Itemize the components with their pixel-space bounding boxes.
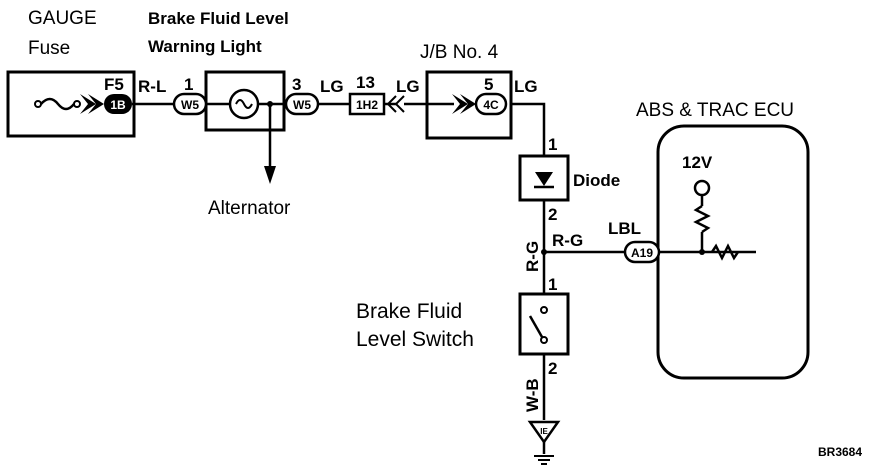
open-chevron-icon	[394, 95, 405, 113]
connector-4c-label: 4C	[483, 98, 499, 112]
pin-1-light: 1	[184, 75, 193, 94]
wire-code-r-g-horizontal: R-G	[552, 231, 583, 250]
wire-code-w-b: W-B	[523, 378, 542, 412]
pin-1-switch: 1	[548, 275, 557, 294]
pin-13: 13	[356, 73, 375, 92]
gauge-label: GAUGE	[28, 8, 97, 29]
ground-ie-label: IE	[540, 427, 548, 436]
jb-label: J/B No. 4	[420, 42, 499, 63]
wire-code-lg-3: LG	[514, 77, 538, 96]
alternator-label: Alternator	[208, 198, 291, 219]
splice-dot	[699, 249, 705, 255]
pin-2-switch: 2	[548, 359, 557, 378]
voltage-label: 12V	[682, 153, 713, 172]
level-switch-icon	[528, 306, 548, 344]
ground-icon	[527, 420, 561, 465]
figure-code: BR3684	[818, 445, 862, 459]
connector-1h2	[348, 92, 386, 116]
connector-w5-left-label: W5	[181, 98, 199, 112]
wire-code-r-g-vertical: R-G	[523, 241, 542, 272]
connector-w5-right-label: W5	[293, 98, 311, 112]
connector-chevron-icon	[452, 94, 468, 114]
wire-code-lg-1: LG	[320, 77, 344, 96]
abs-ecu-label: ABS & TRAC ECU	[636, 100, 794, 121]
connector-chevron-icon	[80, 94, 96, 114]
wire-code-lg-2: LG	[396, 77, 420, 96]
warning-lamp-icon	[228, 88, 260, 120]
connector-w5-left	[172, 92, 208, 116]
connector-chevron-icon	[460, 94, 476, 114]
ecu-12v-source-icon	[693, 179, 711, 252]
warning-light-label-line1: Brake Fluid Level	[148, 9, 289, 28]
wire-lg-3	[511, 102, 546, 156]
connector-4c	[474, 92, 508, 116]
wire-code-r-l: R-L	[138, 77, 166, 96]
connector-a19	[623, 240, 661, 264]
connector-1b-label: 1B	[110, 98, 126, 112]
connector-1b	[104, 94, 132, 114]
switch-label-line2: Level Switch	[356, 328, 474, 351]
ecu-resistor-icon	[710, 243, 740, 261]
pin-1-diode: 1	[548, 135, 557, 154]
splice-dot	[267, 101, 273, 107]
pin-3-light: 3	[292, 75, 301, 94]
wire-code-lbl: LBL	[608, 219, 641, 238]
connector-a19-label: A19	[631, 246, 653, 260]
connector-1h2-label: 1H2	[356, 98, 378, 112]
switch-label-line1: Brake Fluid	[356, 300, 462, 323]
diode-label: Diode	[573, 171, 620, 190]
level-switch-box	[518, 292, 570, 356]
diode-icon	[534, 172, 554, 189]
fuse-label: Fuse	[28, 38, 70, 59]
open-chevron-icon	[386, 95, 397, 113]
connector-w5-right	[284, 92, 320, 116]
fuse-icon	[34, 97, 81, 111]
pin-2-diode: 2	[548, 205, 557, 224]
warning-light-label-line2: Warning Light	[148, 37, 262, 56]
pin-5-jb: 5	[484, 75, 493, 94]
pin-f5: F5	[104, 75, 124, 94]
alternator-arrow-icon	[264, 166, 276, 184]
connector-chevron-icon	[88, 94, 104, 114]
